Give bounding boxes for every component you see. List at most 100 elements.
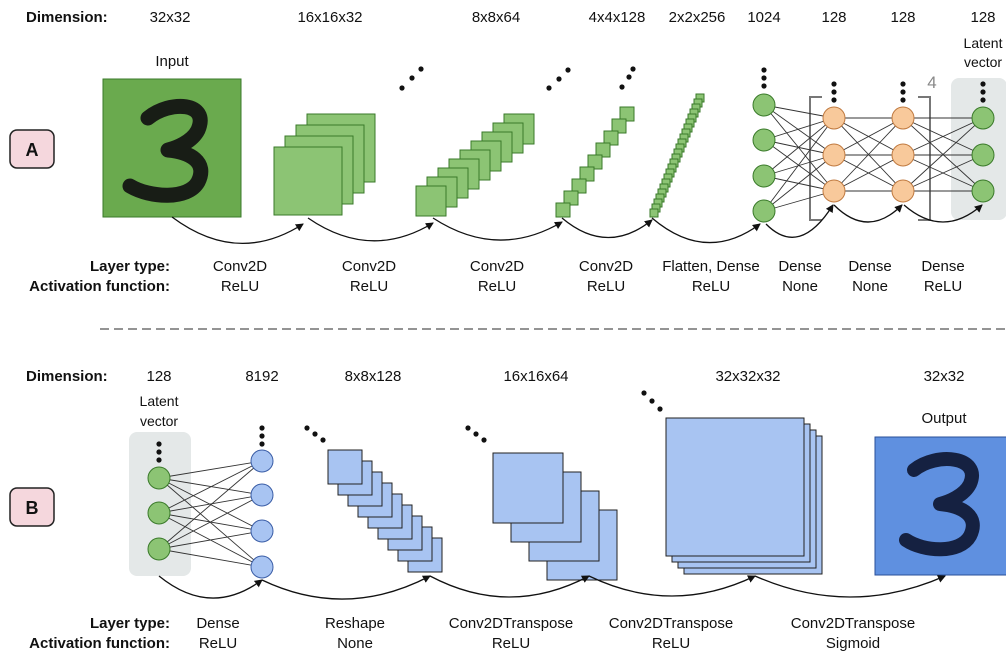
dense-layer-1024 bbox=[752, 93, 776, 223]
flow-arrow-a-2 bbox=[432, 217, 563, 241]
activation-3: ReLU bbox=[587, 278, 625, 295]
ellipsis-a-5 bbox=[831, 81, 837, 103]
ellipsis-dot bbox=[399, 85, 405, 91]
feature-map-stack-32x32x32 bbox=[665, 417, 823, 575]
connection-line bbox=[158, 494, 263, 550]
neuron-node bbox=[971, 143, 995, 167]
layer-type-1: Reshape bbox=[325, 615, 385, 632]
feature-map-stack-4x4x128-slice bbox=[619, 106, 635, 122]
connection-line bbox=[902, 117, 984, 156]
dimension-label-b: Dimension: bbox=[26, 368, 108, 385]
layer-type-label-b: Layer type: bbox=[90, 615, 170, 632]
ellipsis-dot bbox=[761, 83, 767, 89]
ellipsis-a-6 bbox=[900, 81, 906, 103]
panel-a-badge-label: A bbox=[26, 140, 39, 160]
panel-a: Dimension: 32x32 16x16x32 8x8x64 4x4x128… bbox=[9, 9, 1006, 295]
ellipsis-dot bbox=[626, 74, 632, 80]
neuron-node bbox=[147, 537, 171, 561]
ellipsis-b-5 bbox=[641, 390, 663, 412]
layer-type-7: Dense bbox=[921, 258, 964, 275]
dimension-a-3: 4x4x128 bbox=[589, 9, 646, 26]
ellipsis-b-1 bbox=[156, 441, 162, 463]
ellipsis-dot bbox=[657, 406, 663, 412]
ellipsis-dot bbox=[831, 97, 837, 103]
activation-2: ReLU bbox=[478, 278, 516, 295]
connection-line bbox=[763, 104, 835, 156]
ellipsis-dot bbox=[481, 437, 487, 443]
repeat-bracket-right bbox=[918, 96, 931, 221]
latent-layer-128-b bbox=[147, 466, 171, 561]
dimension-a-8: 128 bbox=[970, 9, 995, 26]
dimension-a-1: 16x16x32 bbox=[297, 9, 362, 26]
dimension-b-3: 16x16x64 bbox=[503, 368, 568, 385]
ellipsis-a-2 bbox=[546, 67, 571, 91]
connection-line bbox=[158, 548, 263, 568]
neuron-node bbox=[752, 164, 776, 188]
connection-line bbox=[833, 154, 904, 192]
neuron-node bbox=[250, 555, 274, 579]
feature-map-stack-2x2x256 bbox=[649, 93, 705, 218]
layer-type-label-a: Layer type: bbox=[90, 258, 170, 275]
flow-arrow-a-1 bbox=[307, 217, 434, 242]
layer-type-4: Conv2DTranspose bbox=[791, 615, 916, 632]
activation-4: ReLU bbox=[692, 278, 730, 295]
connections-a-1 bbox=[763, 104, 835, 212]
connection-line bbox=[763, 154, 835, 212]
latent-caption-a-line2: vector bbox=[964, 54, 1002, 70]
ellipsis-dot bbox=[900, 97, 906, 103]
ellipsis-dot bbox=[900, 81, 906, 87]
neuron-node bbox=[250, 449, 274, 473]
flow-arrow-a-4 bbox=[651, 217, 761, 244]
flow-arrow-a-6 bbox=[833, 204, 903, 223]
latent-layer-128 bbox=[971, 106, 995, 203]
repeat-count: 4 bbox=[927, 73, 936, 92]
feature-map-stack-4x4x128-slice bbox=[587, 154, 603, 170]
connection-line bbox=[158, 530, 263, 550]
ellipsis-b-4 bbox=[465, 425, 487, 443]
neuron-node bbox=[971, 179, 995, 203]
dimension-b-1: 8192 bbox=[245, 368, 278, 385]
dense-layer-128-b bbox=[891, 106, 915, 203]
activation-1: None bbox=[337, 635, 373, 652]
ellipsis-a-3 bbox=[619, 66, 636, 90]
layer-type-3: Conv2D bbox=[579, 258, 633, 275]
flow-arrow-a-0 bbox=[171, 216, 304, 245]
activation-3: ReLU bbox=[652, 635, 690, 652]
connection-line bbox=[763, 104, 835, 119]
flow-arrow-b-3 bbox=[588, 575, 756, 597]
activation-4: Sigmoid bbox=[826, 635, 880, 652]
feature-map-stack-16x16x32 bbox=[273, 113, 376, 216]
connections-b-1 bbox=[158, 460, 263, 568]
layer-type-5: Dense bbox=[778, 258, 821, 275]
connection-line bbox=[158, 460, 263, 479]
ellipsis-a-1 bbox=[399, 66, 424, 91]
connection-line bbox=[833, 117, 904, 156]
layer-type-2: Conv2D bbox=[470, 258, 524, 275]
activation-6: None bbox=[852, 278, 888, 295]
neuron-node bbox=[752, 128, 776, 152]
connection-line bbox=[763, 190, 835, 212]
feature-map-stack-4x4x128 bbox=[555, 106, 635, 218]
feature-map-stack-4x4x128-slice bbox=[571, 178, 587, 194]
layer-type-6: Dense bbox=[848, 258, 891, 275]
output-digit-image bbox=[874, 436, 1006, 576]
ellipsis-dot bbox=[304, 425, 310, 431]
connection-line bbox=[763, 117, 835, 212]
ellipsis-dot bbox=[641, 390, 647, 396]
layer-type-4: Flatten, Dense bbox=[662, 258, 760, 275]
neuron-node bbox=[971, 106, 995, 130]
flow-arrow-a-7 bbox=[903, 204, 983, 223]
output-caption: Output bbox=[921, 410, 967, 427]
ellipsis-dot bbox=[259, 441, 265, 447]
connection-line bbox=[902, 154, 984, 192]
dimension-b-4: 32x32x32 bbox=[715, 368, 780, 385]
ellipsis-dot bbox=[619, 84, 625, 90]
connection-line bbox=[833, 117, 904, 192]
flow-arrow-b-4 bbox=[754, 575, 946, 598]
ellipsis-dot bbox=[156, 441, 162, 447]
flow-arrow-b-1 bbox=[261, 575, 431, 600]
ellipsis-dot bbox=[320, 437, 326, 443]
feature-map-stack-8x8x64 bbox=[415, 113, 535, 217]
ellipsis-dot bbox=[761, 75, 767, 81]
